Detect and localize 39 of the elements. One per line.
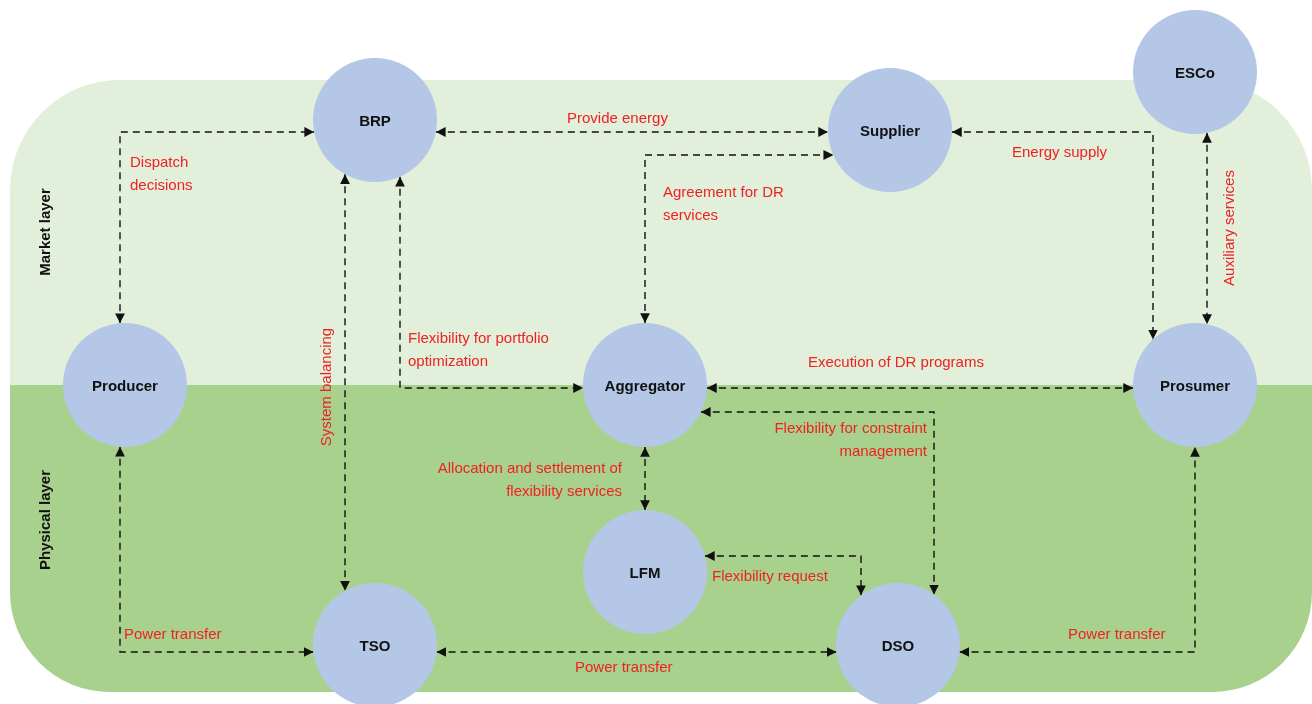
edge-label: Provide energy — [567, 108, 669, 128]
edge-label: System balancing — [315, 327, 335, 447]
actor-name: Prosumer — [1160, 376, 1230, 394]
actor-name: LFM — [629, 563, 661, 581]
arrow — [115, 127, 315, 324]
arrow — [435, 647, 838, 657]
arrow — [435, 127, 829, 137]
arrow — [115, 446, 315, 657]
arrow — [704, 551, 866, 596]
arrow — [1202, 132, 1212, 325]
arrow — [340, 173, 350, 592]
arrow — [951, 127, 1158, 341]
arrow — [395, 176, 584, 393]
arrow — [640, 150, 834, 324]
arrow — [958, 446, 1200, 657]
edge-label: Power transfer — [575, 657, 674, 677]
actor-name: Aggregator — [604, 376, 686, 394]
actor-name: ESCo — [1175, 63, 1215, 81]
actor-name: Supplier — [860, 121, 920, 139]
actor-name: Producer — [92, 376, 158, 394]
edge-label: Agreement for DR services — [663, 182, 785, 225]
edge-label: Power transfer — [1068, 624, 1167, 644]
edge-label: Flexibility for portfolio optimization — [408, 328, 550, 371]
edge-label: Dispatch decisions — [130, 152, 194, 195]
actor-name: DSO — [881, 636, 915, 654]
actor-name: BRP — [359, 111, 391, 129]
edge-label: Auxiliary services — [1218, 170, 1238, 286]
edge-label: Allocation and settlement of flexibility services — [436, 458, 622, 501]
arrow — [700, 407, 939, 596]
arrow — [706, 383, 1134, 393]
arrow — [640, 446, 650, 511]
edge-label: Energy supply — [1012, 142, 1109, 162]
edge-label: Power transfer — [124, 624, 223, 644]
layer-label: Physical layer — [35, 469, 53, 571]
actor-name: TSO — [359, 636, 391, 654]
edge-label: Execution of DR programs — [808, 352, 985, 372]
edge-label: Flexibility request — [712, 566, 829, 586]
layer-label: Market layer — [35, 188, 53, 276]
edge-label: Flexibility for constraint management — [773, 418, 927, 461]
